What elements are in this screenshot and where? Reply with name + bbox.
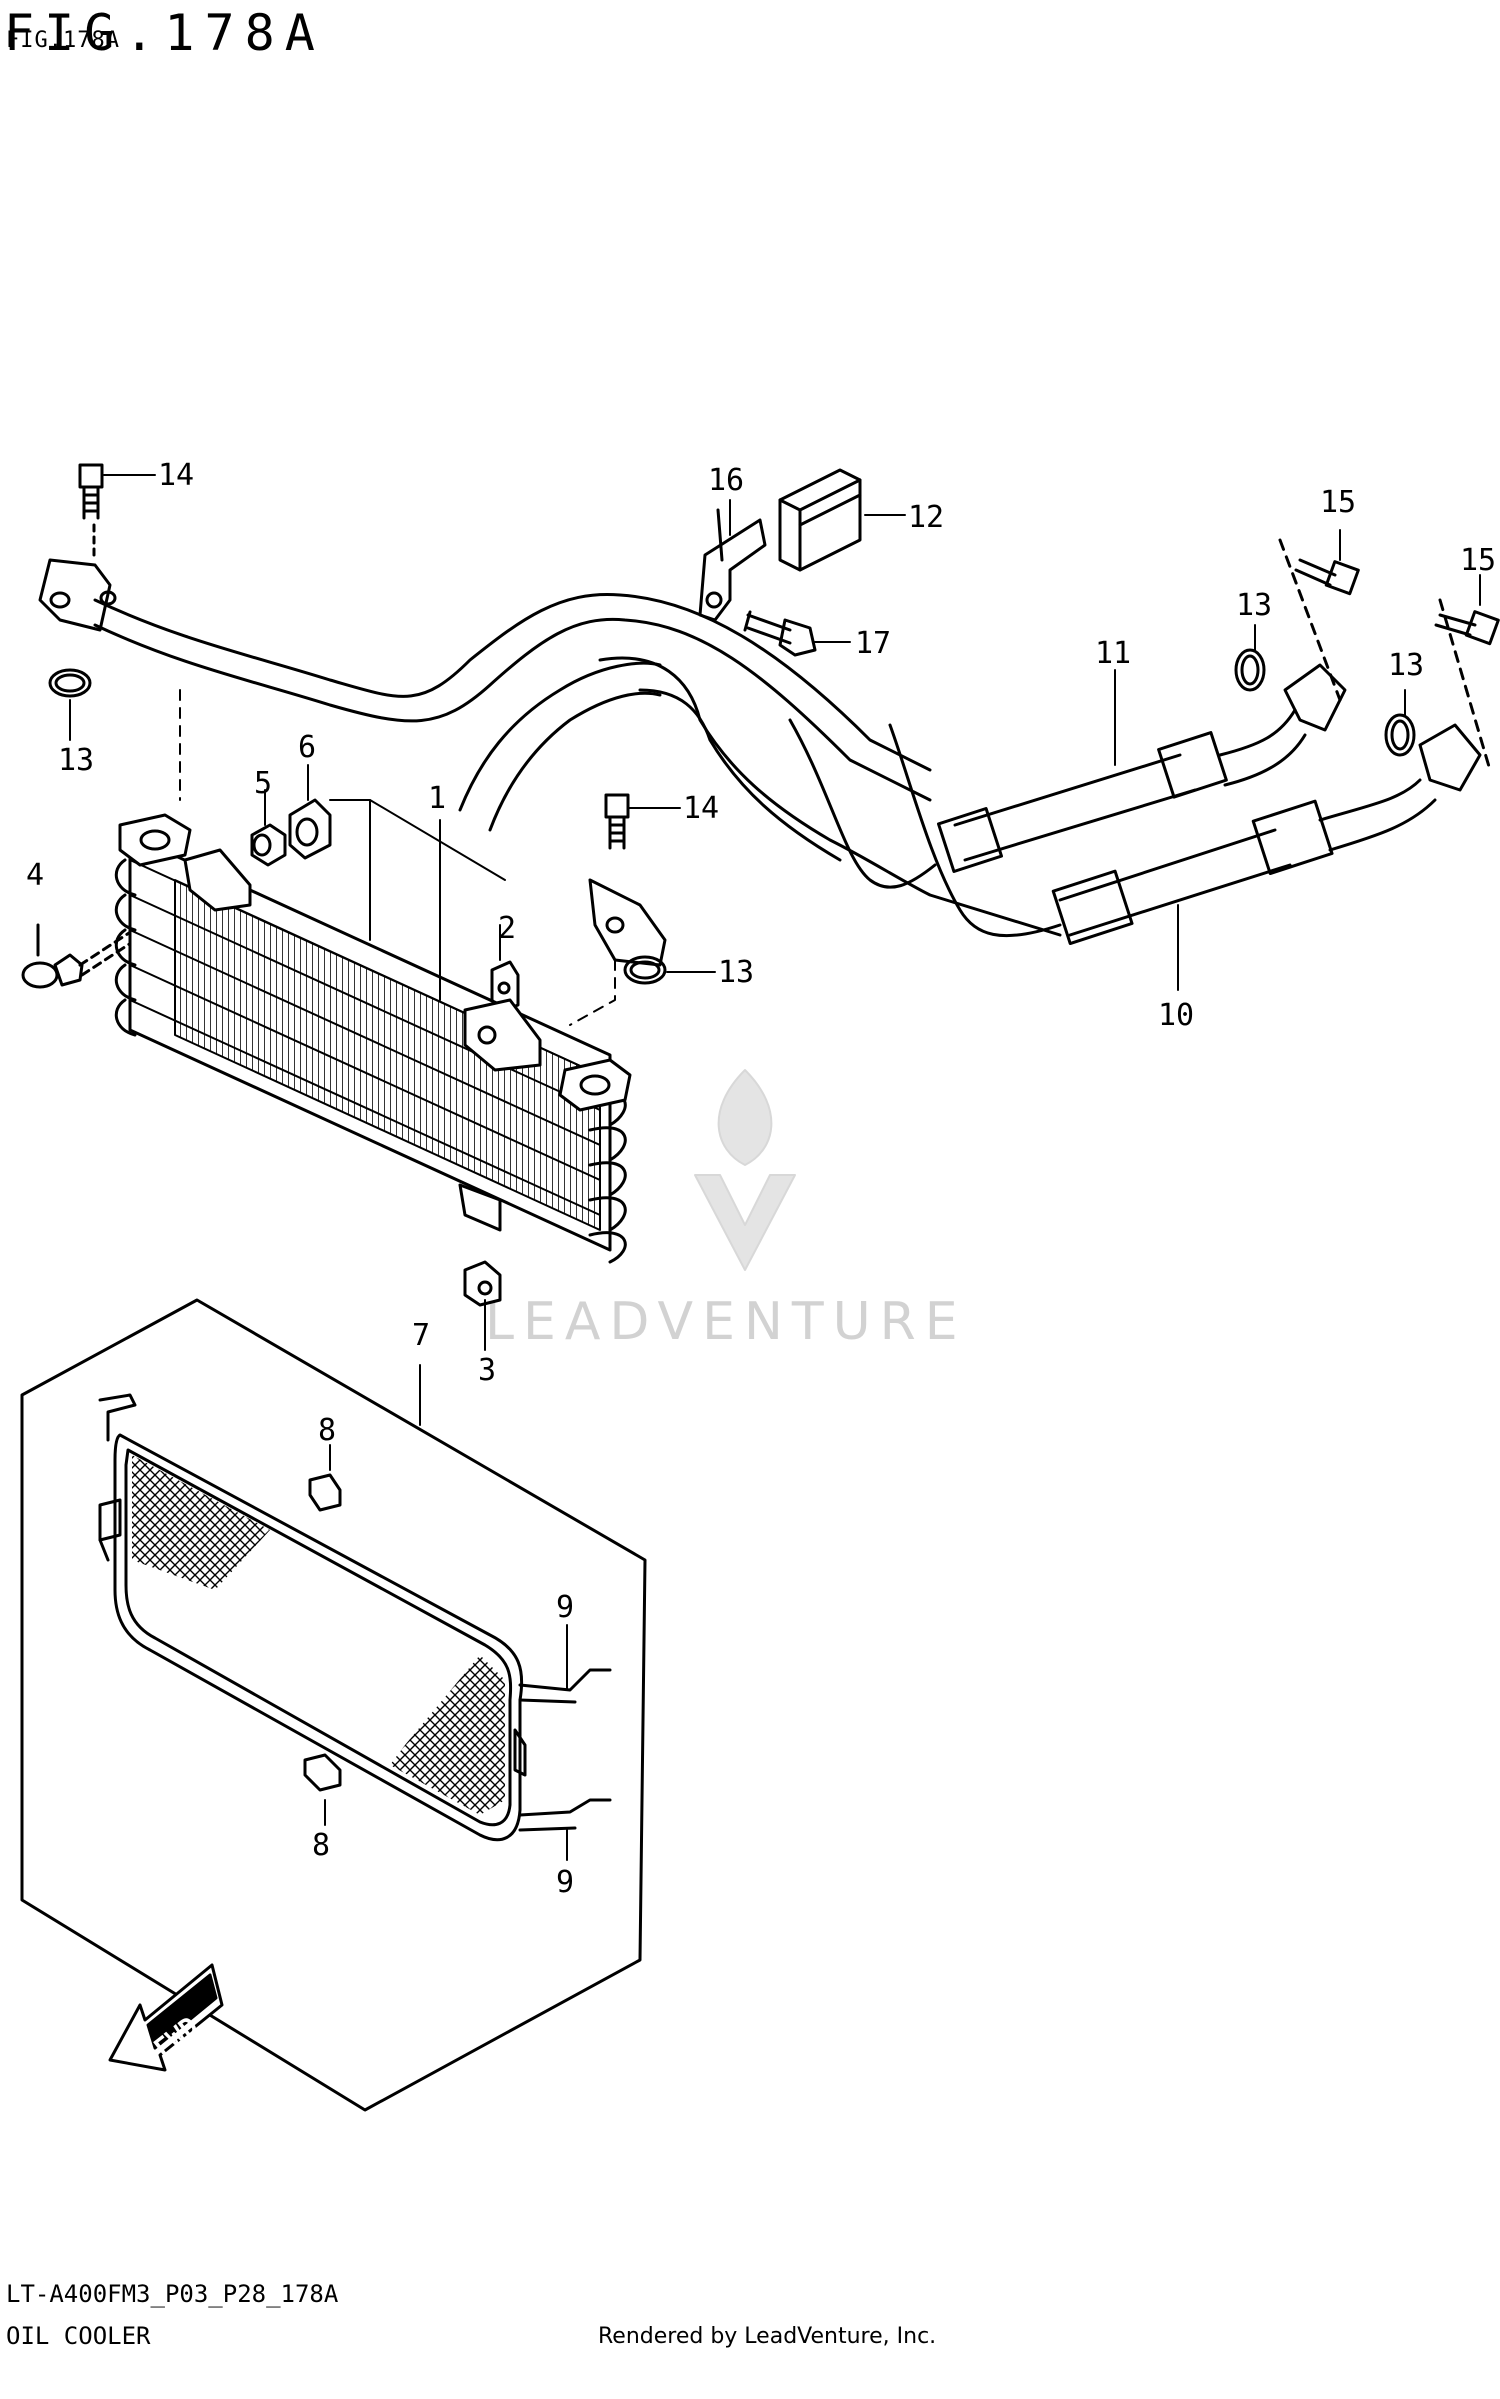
callout-14-center: 14 — [683, 791, 719, 826]
callout-1: 1 — [428, 781, 446, 816]
oil-cooler-core — [114, 799, 632, 1264]
callout-4: 4 — [26, 858, 44, 893]
callout-2: 2 — [498, 911, 516, 946]
oil-pipe-upper — [38, 558, 932, 802]
callout-15-b: 15 — [1460, 543, 1496, 578]
oil-cooler-guard — [20, 1298, 647, 2112]
hose-11 — [936, 663, 1347, 874]
bolt-17 — [743, 610, 817, 657]
callout-6: 6 — [298, 730, 316, 765]
callout-8-bottom: 8 — [312, 1828, 330, 1863]
section-name: OIL COOLER — [6, 2322, 151, 2350]
bracket-16 — [698, 508, 767, 622]
bolt-15-a — [1278, 538, 1360, 702]
bolt-14-center — [604, 793, 630, 850]
callout-13-left: 13 — [58, 743, 94, 778]
figure-subtitle: FIG.178A — [6, 28, 120, 53]
hose-10 — [1051, 723, 1482, 946]
figure-title: FIG.178A — [4, 4, 325, 62]
oil-pipe-lower — [458, 656, 1062, 967]
callout-15-a: 15 — [1320, 485, 1356, 520]
clip-3 — [463, 1260, 502, 1307]
o-ring-13-right-1 — [1234, 648, 1266, 692]
o-ring-13-right-2 — [1384, 713, 1416, 757]
callout-17: 17 — [855, 626, 891, 661]
callout-11: 11 — [1095, 636, 1131, 671]
callout-7: 7 — [412, 1318, 430, 1353]
watermark-text: LEADVENTURE — [485, 1292, 967, 1352]
rendered-by-credit: Rendered by LeadVenture, Inc. — [598, 2324, 937, 2349]
callout-3: 3 — [478, 1353, 496, 1388]
callout-5: 5 — [254, 766, 272, 801]
leader-lines — [69, 474, 1481, 1861]
callout-8-top: 8 — [318, 1413, 336, 1448]
model-code: LT-A400FM3_P03_P28_178A — [6, 2280, 339, 2308]
callout-10: 10 — [1158, 998, 1194, 1033]
connection-lines — [179, 689, 616, 1026]
grommet-6 — [288, 798, 332, 860]
callout-12: 12 — [908, 500, 944, 535]
callout-9-bottom: 9 — [556, 1865, 574, 1900]
callout-13-right-1: 13 — [1236, 588, 1272, 623]
bolt-15-b — [1434, 598, 1500, 772]
callout-14-top: 14 — [158, 458, 194, 493]
callout-16: 16 — [708, 463, 744, 498]
watermark-logo — [694, 1069, 796, 1271]
oil-pipe-long — [788, 718, 1062, 938]
callout-13-center: 13 — [718, 955, 754, 990]
o-ring-13-left — [48, 668, 92, 698]
o-ring-13-center — [623, 955, 667, 985]
cushion-12 — [778, 468, 862, 572]
collar-5 — [250, 823, 287, 867]
bolt-14-top — [78, 463, 104, 562]
callout-13-right-2: 13 — [1388, 648, 1424, 683]
fwd-arrow-icon — [108, 1963, 224, 2072]
callout-9-top: 9 — [556, 1590, 574, 1625]
